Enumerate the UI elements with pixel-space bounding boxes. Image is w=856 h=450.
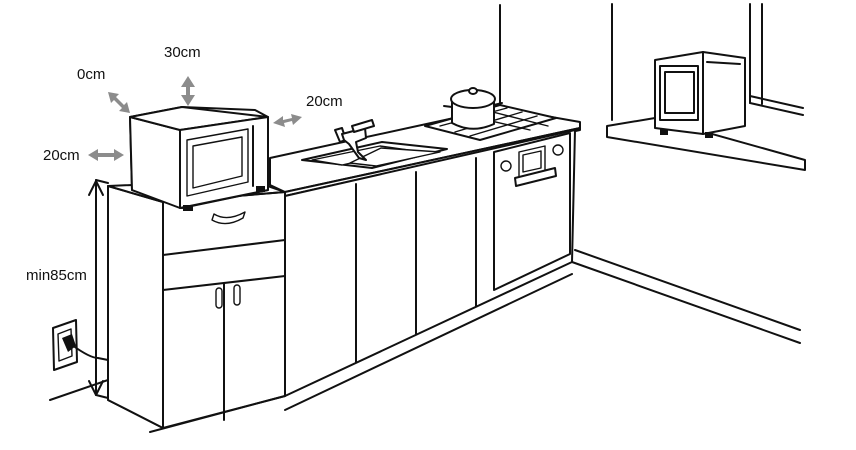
top-clearance-label: 30cm [164,44,201,61]
arrow-left-side [88,149,124,161]
back-clearance-label: 0cm [77,66,106,83]
cooking-pot [443,87,503,130]
arrow-top [181,76,195,106]
wall-outlet [52,319,109,371]
window [606,3,806,171]
height-dimension [88,179,109,399]
built-in-oven [493,132,571,291]
microwave-cabinet [107,179,286,429]
arrow-back [108,92,130,113]
faucet [334,119,375,161]
arrow-right-side [273,114,302,127]
right-side-clearance-label: 20cm [306,93,343,110]
left-side-clearance-label: 20cm [43,147,80,164]
minimum-height-label: min85cm [26,267,87,284]
clearance-arrows [88,76,302,161]
microwave [129,106,269,211]
window-oven [654,51,746,138]
